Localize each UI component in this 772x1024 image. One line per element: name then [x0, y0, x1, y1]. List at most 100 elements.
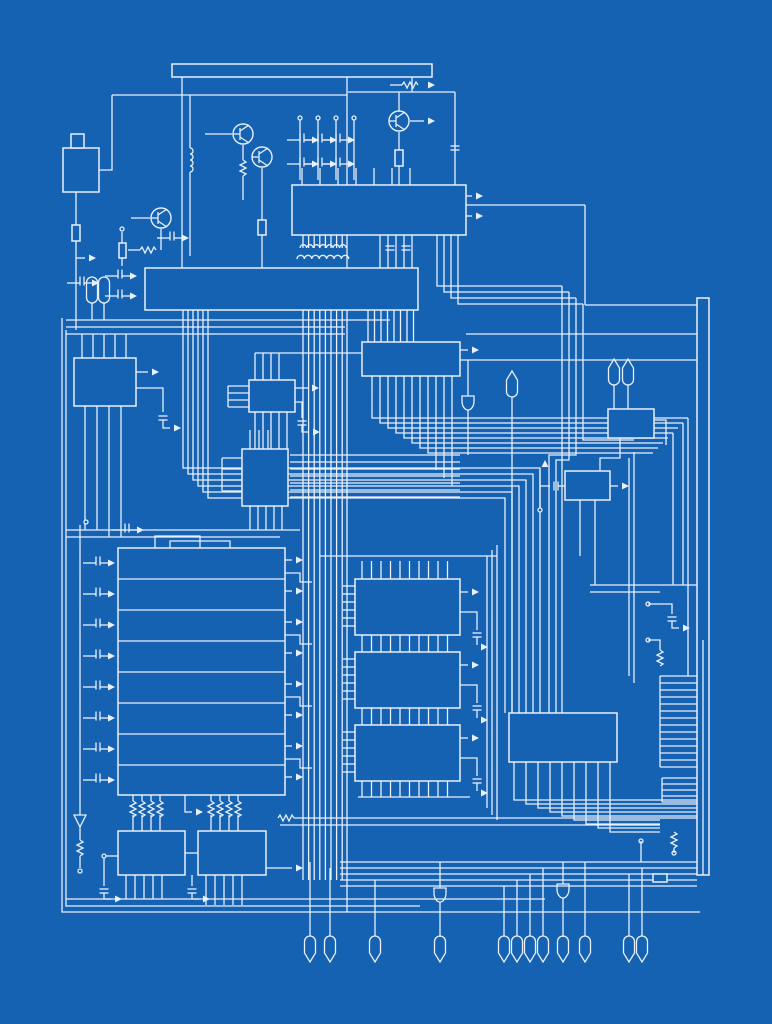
- wire: [420, 376, 658, 448]
- connector-pad: [370, 936, 381, 962]
- wire: [460, 685, 477, 703]
- terminal: [334, 116, 338, 120]
- component-box: [258, 220, 266, 235]
- terminal: [78, 869, 82, 873]
- logic-gate: [557, 884, 569, 898]
- wire: [444, 235, 569, 292]
- capacitor-arrow: [323, 134, 355, 144]
- inverter: [74, 815, 86, 827]
- bus-wires: [290, 455, 460, 497]
- arrowhead: [481, 643, 488, 651]
- wire: [404, 376, 668, 438]
- wire: [285, 759, 312, 768]
- wire: [185, 795, 192, 812]
- wire: [600, 438, 620, 471]
- resistor: [671, 832, 677, 848]
- wire: [556, 292, 569, 713]
- arrowhead: [296, 618, 303, 626]
- connector-pad: [507, 371, 518, 397]
- wire: [104, 893, 111, 899]
- wire: [538, 762, 697, 808]
- wire: [648, 604, 672, 614]
- bus-wires: [206, 875, 242, 905]
- arrowhead: [472, 346, 479, 354]
- wire: [163, 420, 170, 428]
- capacitor: [668, 617, 677, 621]
- wire: [285, 573, 312, 582]
- component-box: [355, 652, 460, 708]
- arrowhead: [622, 482, 629, 490]
- capacitor-arrow: [83, 712, 115, 722]
- bus-wires: [362, 561, 448, 579]
- capacitor-arrow: [83, 650, 115, 660]
- capacitor-arrow: [105, 290, 137, 300]
- terminal: [316, 116, 320, 120]
- wire: [460, 612, 477, 630]
- bus-wires: [126, 875, 162, 899]
- arrowhead: [296, 773, 303, 781]
- bus-wires: [340, 862, 697, 886]
- terminal: [84, 520, 88, 524]
- resistor: [157, 801, 163, 817]
- connector-pad: [325, 936, 336, 962]
- inductor: [190, 148, 193, 172]
- wire: [66, 330, 420, 906]
- bus-wires: [380, 235, 412, 268]
- resistor: [240, 160, 246, 176]
- arrowhead: [472, 588, 479, 596]
- capacitor-arrow: [83, 774, 115, 784]
- capacitor: [386, 246, 395, 250]
- wire: [388, 376, 678, 428]
- wire: [188, 310, 533, 713]
- bus-wires: [662, 778, 697, 802]
- resistor: [140, 247, 156, 253]
- arrowhead: [296, 864, 303, 872]
- arrowhead: [296, 649, 303, 657]
- bus-wires: [362, 781, 448, 797]
- terminal: [298, 116, 302, 120]
- arrowhead: [481, 716, 488, 724]
- logic-gate: [462, 396, 474, 410]
- connector-pad: [525, 936, 536, 962]
- bus-wires: [300, 120, 354, 180]
- connector-pad: [499, 936, 510, 962]
- capacitor: [298, 421, 307, 425]
- arrowhead: [196, 808, 203, 816]
- arrowhead: [481, 789, 488, 797]
- arrowhead: [312, 384, 319, 392]
- capacitor: [159, 416, 168, 420]
- arrowhead: [296, 680, 303, 688]
- transistor: [389, 111, 409, 131]
- wire: [648, 640, 660, 650]
- capacitor-arrow: [157, 232, 189, 242]
- terminal: [538, 508, 542, 512]
- arrowhead: [152, 368, 159, 376]
- wire: [610, 762, 660, 832]
- capacitor-arrow: [287, 134, 319, 144]
- arrowhead: [115, 895, 122, 903]
- resistor: [139, 801, 145, 817]
- capacitor-arrow: [83, 557, 115, 567]
- wire: [193, 310, 526, 713]
- component-box: [355, 579, 460, 635]
- wire: [208, 310, 505, 713]
- component-box: [198, 831, 266, 875]
- terminal: [352, 116, 356, 120]
- inductor: [297, 255, 349, 259]
- component-box: [145, 268, 418, 310]
- bus-wires: [368, 310, 414, 342]
- arrowhead: [296, 556, 303, 564]
- bus-wires: [133, 795, 160, 801]
- component-box: [119, 243, 126, 258]
- arrowhead: [476, 192, 483, 200]
- transistor: [252, 147, 272, 167]
- bus-wires: [343, 732, 355, 772]
- capacitor-arrow: [323, 158, 355, 168]
- logic-gate: [434, 888, 446, 902]
- capacitor-arrow: [105, 270, 137, 280]
- capacitor: [473, 706, 482, 710]
- capacitor-arrow: [287, 158, 319, 168]
- wire: [155, 536, 200, 548]
- arrowhead: [296, 711, 303, 719]
